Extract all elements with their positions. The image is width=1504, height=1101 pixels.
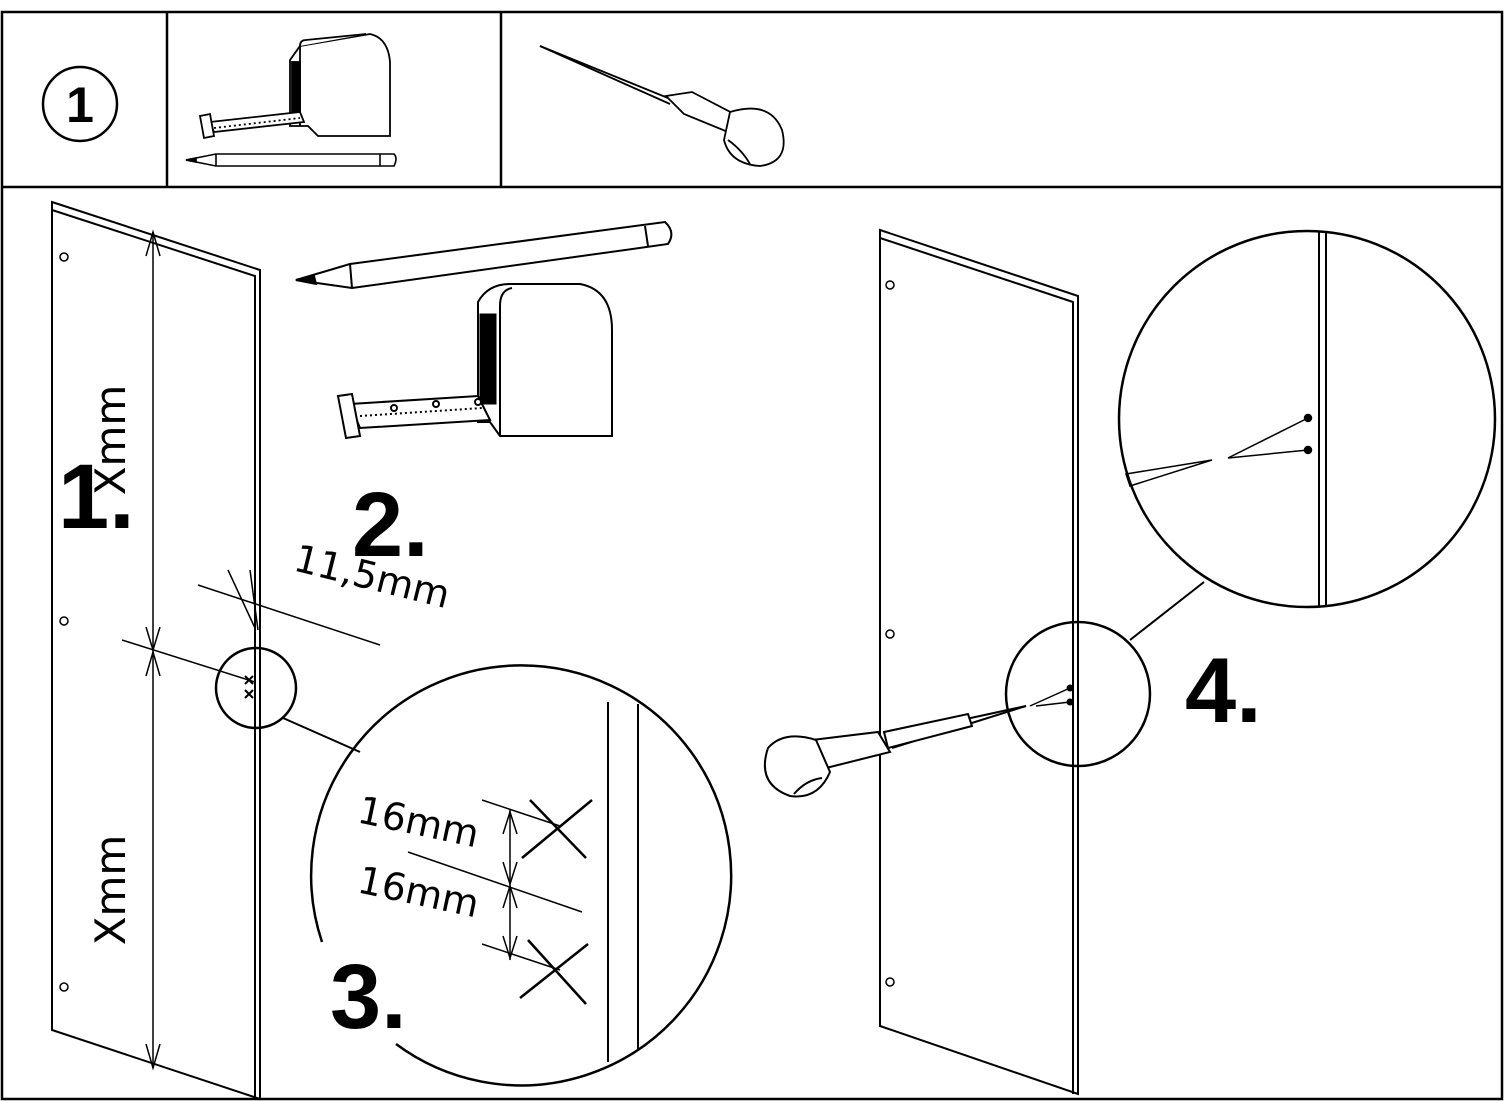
tape-measure-large-icon	[336, 283, 613, 440]
awl-icon	[539, 45, 785, 167]
step-3-label: 3.	[330, 946, 407, 1048]
step-2-label: 2.	[352, 474, 429, 576]
hole-spacing-bottom: 16mm	[354, 858, 483, 926]
step-1-label: 1.	[58, 446, 135, 548]
zoom-detail-holes	[309, 664, 733, 1087]
awl-large-icon	[763, 705, 1027, 798]
hinge-mark	[59, 252, 69, 992]
dimension-x-upper: Xmm	[86, 385, 135, 496]
dimension-x-lower: Xmm	[86, 835, 135, 946]
left-panel	[51, 200, 381, 1101]
pencil-large-icon	[295, 220, 673, 290]
step-4-label: 4.	[1185, 640, 1262, 742]
right-panel	[879, 228, 1205, 1096]
step-number: 1	[66, 77, 94, 133]
zoom-detail-awl	[1117, 229, 1497, 609]
hinge-mark	[885, 280, 895, 987]
step-badge: 1	[41, 65, 119, 143]
hole-spacing-top: 16mm	[354, 788, 483, 856]
tape-measure-icon	[198, 33, 391, 140]
pencil-icon	[185, 153, 397, 167]
frame	[0, 10, 1504, 1101]
